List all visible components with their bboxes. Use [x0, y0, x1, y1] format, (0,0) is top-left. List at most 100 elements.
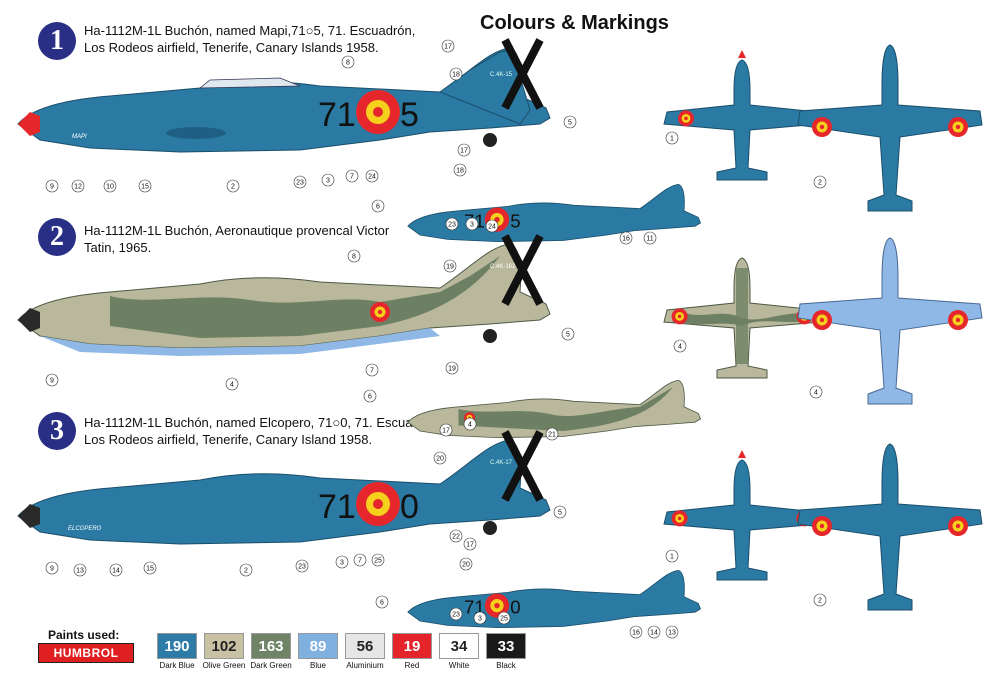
- callout-number: 3: [340, 560, 344, 567]
- callout-circle: [497, 611, 511, 625]
- callout-circle: [673, 339, 687, 353]
- callout-number: 20: [462, 562, 470, 569]
- fin-code-3: C.4K-17: [490, 460, 513, 466]
- callout-number: 1: [670, 554, 674, 561]
- callout-circle: [371, 199, 385, 213]
- callout-circle: [345, 169, 359, 183]
- callout-number: 21: [548, 432, 556, 439]
- callout-circle: [465, 217, 479, 231]
- callout-number: 23: [452, 612, 460, 619]
- scheme-1-plan-under: [797, 44, 983, 212]
- scheme-2-top-small: [407, 379, 701, 439]
- callout-number: 6: [380, 600, 384, 607]
- callout-number: 12: [74, 184, 82, 191]
- callout-circle: [453, 163, 467, 177]
- scheme-2-side-view: C.4K-162: [17, 234, 551, 356]
- paint-swatch-33: 33: [486, 633, 526, 659]
- callout-circle: [365, 363, 379, 377]
- callout-number: 9: [50, 184, 54, 191]
- paint-name-190: Dark Blue: [159, 661, 195, 670]
- scheme-3-plan-top: [663, 450, 821, 581]
- scheme-1-side-view: 71 5 C.4K-15 MAPI: [17, 38, 551, 153]
- callout-circle: [239, 563, 253, 577]
- callout-number: 11: [646, 236, 653, 243]
- callout-number: 13: [668, 630, 676, 637]
- callout-number: 4: [230, 382, 234, 389]
- callout-number: 22: [452, 534, 460, 541]
- scheme-2-plan-under: [797, 237, 983, 405]
- code-1-left: 71: [318, 96, 356, 134]
- callout-number: 25: [374, 558, 382, 565]
- callout-circle: [629, 625, 643, 639]
- paint-swatch-34: 34: [439, 633, 479, 659]
- callout-number: 6: [368, 394, 372, 401]
- paint-swatch-190: 190: [157, 633, 197, 659]
- callout-circle: [226, 179, 240, 193]
- code-1-small-right: 5: [510, 210, 520, 231]
- callout-circle: [73, 563, 87, 577]
- callout-circle: [445, 361, 459, 375]
- humbrol-logo: HUMBROL: [38, 643, 134, 663]
- callout-circle: [665, 131, 679, 145]
- callout-number: 25: [500, 616, 508, 623]
- callout-number: 13: [76, 568, 84, 575]
- callout-circle: [45, 561, 59, 575]
- callout-circle: [433, 451, 447, 465]
- nose-name-1: MAPI: [72, 134, 87, 140]
- scheme-1-badge: 1: [38, 22, 76, 60]
- scheme-1-top-small: 71 5: [407, 183, 701, 243]
- callout-circle: [813, 175, 827, 189]
- callout-number: 8: [346, 60, 350, 67]
- callout-number: 7: [370, 368, 374, 375]
- callout-circle: [109, 563, 123, 577]
- callout-number: 17: [466, 542, 474, 549]
- code-3-right: 0: [400, 488, 419, 526]
- callout-number: 17: [442, 428, 450, 435]
- callout-number: 15: [146, 566, 154, 573]
- paint-name-163: Dark Green: [250, 661, 292, 670]
- callout-circle: [463, 417, 477, 431]
- callout-circle: [371, 553, 385, 567]
- callout-number: 17: [444, 44, 452, 51]
- scheme-3-top-small: 71 0: [407, 569, 701, 629]
- paint-name-33: Black: [496, 661, 516, 670]
- callout-circle: [545, 427, 559, 441]
- scheme-3-plan-under: [797, 443, 983, 611]
- callout-circle: [459, 557, 473, 571]
- callout-number: 19: [446, 264, 454, 271]
- code-3-small-right: 0: [510, 596, 520, 617]
- callout-circle: [347, 249, 361, 263]
- callout-number: 15: [141, 184, 149, 191]
- callout-circle: [138, 179, 152, 193]
- paint-swatch-89: 89: [298, 633, 338, 659]
- callout-circle: [463, 537, 477, 551]
- callout-circle: [295, 559, 309, 573]
- scheme-3-side-view: 71 0 C.4K-17 ELCOPERO: [17, 430, 551, 545]
- callout-number: 3: [326, 178, 330, 185]
- paint-swatch-19: 19: [392, 633, 432, 659]
- paint-name-34: White: [448, 661, 470, 670]
- paint-swatch-56: 56: [345, 633, 385, 659]
- paint-swatch-163: 163: [251, 633, 291, 659]
- fin-code-1: C.4K-15: [490, 72, 513, 78]
- callout-circle: [809, 385, 823, 399]
- callout-number: 3: [470, 222, 474, 229]
- callout-number: 18: [452, 72, 460, 79]
- callout-number: 9: [50, 566, 54, 573]
- callout-number: 18: [456, 168, 464, 175]
- callout-number: 23: [298, 564, 306, 571]
- callout-circle: [647, 625, 661, 639]
- callout-circle: [335, 555, 349, 569]
- callout-number: 20: [436, 456, 444, 463]
- callout-circle: [643, 231, 657, 245]
- callout-circle: [293, 175, 307, 189]
- callout-number: 9: [50, 378, 54, 385]
- fin-code-2: C.4K-162: [490, 264, 516, 270]
- callout-circle: [341, 55, 355, 69]
- callout-circle: [103, 179, 117, 193]
- callout-circle: [321, 173, 335, 187]
- callout-number: 4: [678, 344, 682, 351]
- callout-circle: [449, 529, 463, 543]
